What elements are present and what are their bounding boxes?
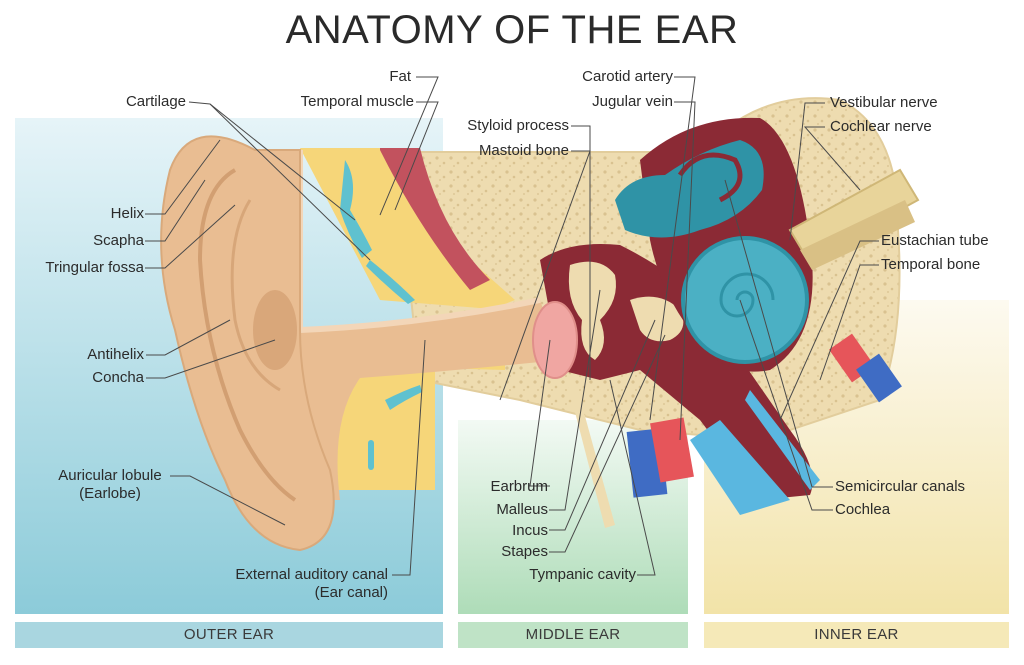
label-stapes: Stapes	[501, 543, 548, 560]
cochlea-shape	[681, 236, 809, 364]
label-canal-line2: (Ear canal)	[314, 584, 388, 601]
label-eardrum: Earbrum	[490, 478, 548, 495]
auricle-shape	[160, 135, 335, 552]
eustachian-tube-shape	[690, 420, 790, 515]
label-fat: Fat	[389, 68, 411, 85]
carotid-artery-shape	[650, 417, 694, 483]
eardrum-shape	[532, 301, 578, 379]
label-temporal-muscle: Temporal muscle	[300, 93, 414, 110]
label-triangular-fossa: Tringular fossa	[45, 259, 144, 276]
section-outer-ear: OUTER EAR	[15, 622, 443, 648]
label-concha: Concha	[92, 369, 144, 386]
label-incus: Incus	[512, 522, 548, 539]
section-inner-ear: INNER EAR	[704, 622, 1009, 648]
temporal-muscle-shape	[380, 148, 490, 290]
label-canal-line1: External auditory canal	[235, 566, 388, 583]
ear-canal-shape	[270, 150, 560, 500]
label-lobule-line1: Auricular lobule	[58, 467, 162, 484]
label-temporal-bone: Temporal bone	[881, 256, 981, 273]
page-title: ANATOMY OF THE EAR	[285, 8, 739, 52]
label-carotid-artery: Carotid artery	[582, 68, 673, 85]
label-antihelix: Antihelix	[87, 346, 144, 363]
label-external-auditory-canal: External auditory canal (Ear canal)	[235, 566, 388, 602]
semicircular-canals-shape	[615, 140, 764, 238]
label-lobule-line2: (Earlobe)	[79, 485, 141, 502]
label-styloid-process: Styloid process	[467, 117, 569, 134]
section-middle-ear: MIDDLE EAR	[458, 622, 688, 648]
label-helix: Helix	[110, 205, 144, 222]
label-mastoid-bone: Mastoid bone	[478, 142, 569, 159]
label-scapha: Scapha	[93, 232, 144, 249]
label-cochlear-nerve: Cochlear nerve	[830, 118, 932, 135]
label-tympanic-cavity: Tympanic cavity	[529, 566, 636, 583]
label-malleus: Malleus	[496, 501, 548, 518]
label-semicircular-canals: Semicircular canals	[835, 478, 966, 495]
label-cochlea: Cochlea	[835, 501, 891, 518]
label-auricular-lobule: Auricular lobule (Earlobe)	[48, 467, 172, 503]
label-vestibular-nerve: Vestibular nerve	[830, 94, 938, 111]
label-eustachian-tube: Eustachian tube	[881, 232, 989, 249]
label-jugular-vein: Jugular vein	[592, 93, 673, 110]
ossicles-shape	[568, 261, 616, 360]
label-cartilage: Cartilage	[125, 93, 186, 110]
